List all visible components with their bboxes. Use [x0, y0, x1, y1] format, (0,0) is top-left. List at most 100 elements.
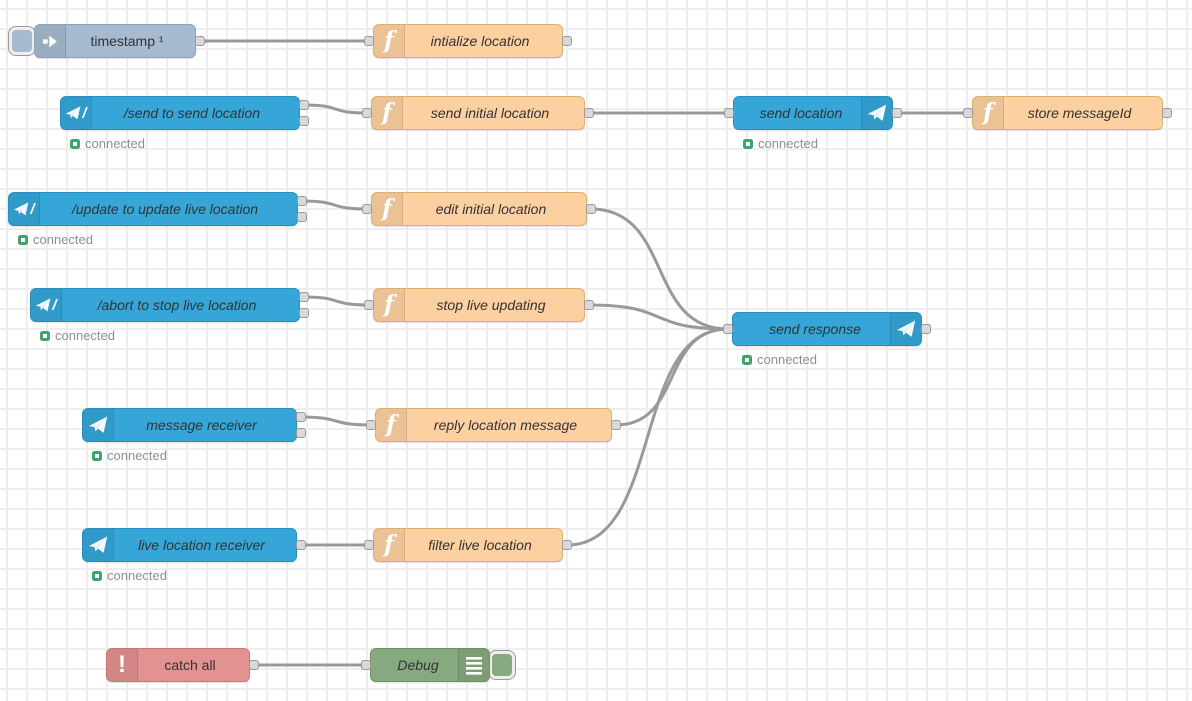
- node-inject-timestamp[interactable]: timestamp ¹: [34, 24, 196, 58]
- input-port[interactable]: [724, 108, 734, 118]
- input-port[interactable]: [364, 36, 374, 46]
- function-icon: f: [374, 25, 405, 57]
- node-catch-all[interactable]: !catch all: [106, 648, 250, 682]
- wire[interactable]: [565, 327, 730, 547]
- telegram-plane-icon: [83, 409, 114, 441]
- node-fn-initialize[interactable]: f intialize location: [373, 24, 563, 58]
- input-port[interactable]: [963, 108, 973, 118]
- node-label: edit initial location: [435, 201, 547, 217]
- inject-arrow-icon: [35, 25, 66, 57]
- node-status: connected: [40, 328, 115, 343]
- node-label: send initial location: [430, 105, 550, 121]
- wire[interactable]: [302, 103, 369, 115]
- input-port[interactable]: [362, 204, 372, 214]
- node-status: connected: [743, 136, 818, 151]
- node-fn-reply-location[interactable]: f reply location message: [375, 408, 612, 442]
- node-fn-send-initial[interactable]: f send initial location: [371, 96, 585, 130]
- output-port[interactable]: [249, 660, 259, 670]
- node-cmd-send[interactable]: //send to send location: [60, 96, 300, 130]
- node-label: /send to send location: [123, 105, 261, 121]
- output-port[interactable]: [299, 116, 309, 126]
- output-port[interactable]: [299, 308, 309, 318]
- node-cmd-abort[interactable]: //abort to stop live location: [30, 288, 300, 322]
- wire[interactable]: [302, 295, 371, 307]
- status-indicator: [70, 138, 80, 149]
- function-icon: f: [973, 97, 1004, 129]
- output-port[interactable]: [584, 108, 594, 118]
- status-text: connected: [33, 232, 93, 247]
- output-port[interactable]: [297, 196, 307, 206]
- function-icon: f: [372, 193, 403, 225]
- status-text: connected: [107, 448, 167, 463]
- node-tg-message-receiver[interactable]: message receiver: [82, 408, 297, 442]
- telegram-plane-slash-icon: /: [9, 193, 40, 225]
- node-label: filter live location: [428, 537, 532, 553]
- status-text: connected: [758, 136, 818, 151]
- input-port[interactable]: [366, 420, 376, 430]
- output-port[interactable]: [296, 540, 306, 550]
- output-port[interactable]: [296, 428, 306, 438]
- function-icon: f: [376, 409, 407, 441]
- output-port[interactable]: [584, 300, 594, 310]
- node-label: timestamp ¹: [90, 33, 164, 49]
- node-status: connected: [742, 352, 817, 367]
- node-fn-filter-live[interactable]: f filter live location: [373, 528, 563, 562]
- output-port[interactable]: [921, 324, 931, 334]
- output-port[interactable]: [1162, 108, 1172, 118]
- node-label: intialize location: [430, 33, 530, 49]
- wire[interactable]: [587, 303, 730, 331]
- node-label: send location: [759, 105, 843, 121]
- input-port[interactable]: [362, 108, 372, 118]
- output-port[interactable]: [297, 212, 307, 222]
- button-fill: [492, 654, 512, 676]
- node-cmd-update[interactable]: / /update to update live location: [8, 192, 298, 226]
- node-label: /update to update live location: [71, 201, 259, 217]
- status-indicator: [92, 570, 102, 581]
- debug-toggle-button[interactable]: [488, 650, 516, 680]
- output-port[interactable]: [195, 36, 205, 46]
- status-indicator: [18, 234, 28, 245]
- output-port[interactable]: [586, 204, 596, 214]
- node-fn-edit-initial[interactable]: f edit initial location: [371, 192, 587, 226]
- status-indicator: [92, 450, 102, 461]
- node-status: connected: [70, 136, 145, 151]
- function-icon: f: [372, 97, 403, 129]
- node-debug[interactable]: Debug: [370, 648, 490, 682]
- node-label: /abort to stop live location: [97, 297, 257, 313]
- node-label: catch all: [164, 657, 216, 673]
- status-text: connected: [55, 328, 115, 343]
- node-label: reply location message: [433, 417, 578, 433]
- node-tg-send-response[interactable]: send response: [732, 312, 922, 346]
- output-port[interactable]: [562, 36, 572, 46]
- input-port[interactable]: [723, 324, 733, 334]
- function-icon: f: [374, 529, 405, 561]
- output-port[interactable]: [562, 540, 572, 550]
- output-port[interactable]: [299, 292, 309, 302]
- node-tg-send-location[interactable]: send location: [733, 96, 893, 130]
- function-icon: f: [374, 289, 405, 321]
- telegram-plane-icon: [83, 529, 114, 561]
- output-port[interactable]: [892, 108, 902, 118]
- inject-button[interactable]: [8, 26, 36, 56]
- wire[interactable]: [614, 327, 730, 427]
- telegram-plane-icon: [890, 313, 921, 345]
- output-port[interactable]: [611, 420, 621, 430]
- output-port[interactable]: [299, 100, 309, 110]
- output-port[interactable]: [296, 412, 306, 422]
- status-indicator: [40, 330, 50, 341]
- input-port[interactable]: [361, 660, 371, 670]
- input-port[interactable]: [364, 540, 374, 550]
- wire[interactable]: [299, 415, 373, 427]
- wire[interactable]: [589, 207, 730, 331]
- wire[interactable]: [300, 199, 369, 211]
- node-tg-live-receiver[interactable]: live location receiver: [82, 528, 297, 562]
- status-text: connected: [85, 136, 145, 151]
- status-indicator: [742, 354, 752, 365]
- input-port[interactable]: [364, 300, 374, 310]
- node-status: connected: [18, 232, 93, 247]
- debug-list-icon: [458, 649, 489, 681]
